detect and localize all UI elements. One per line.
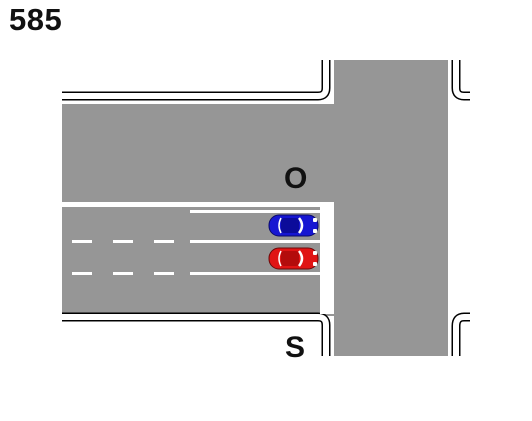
curb-bottom-right [451, 312, 470, 356]
lane-line-3 [190, 272, 320, 275]
curb-bottom-left [62, 312, 331, 356]
dashed-lane-line-lower [72, 272, 174, 275]
curb-top-left [62, 60, 331, 101]
dashed-lane-line-upper [72, 240, 174, 243]
compass-label-east: O [284, 162, 307, 195]
blue-car [268, 214, 319, 237]
curb-top-right [451, 60, 470, 101]
median-line [62, 202, 334, 207]
stop-line [320, 202, 334, 314]
question-number: 585 [9, 2, 63, 37]
compass-label-south: S [285, 331, 305, 364]
red-car [268, 247, 319, 270]
lane-line-1 [190, 210, 320, 213]
lane-line-2 [190, 240, 320, 243]
